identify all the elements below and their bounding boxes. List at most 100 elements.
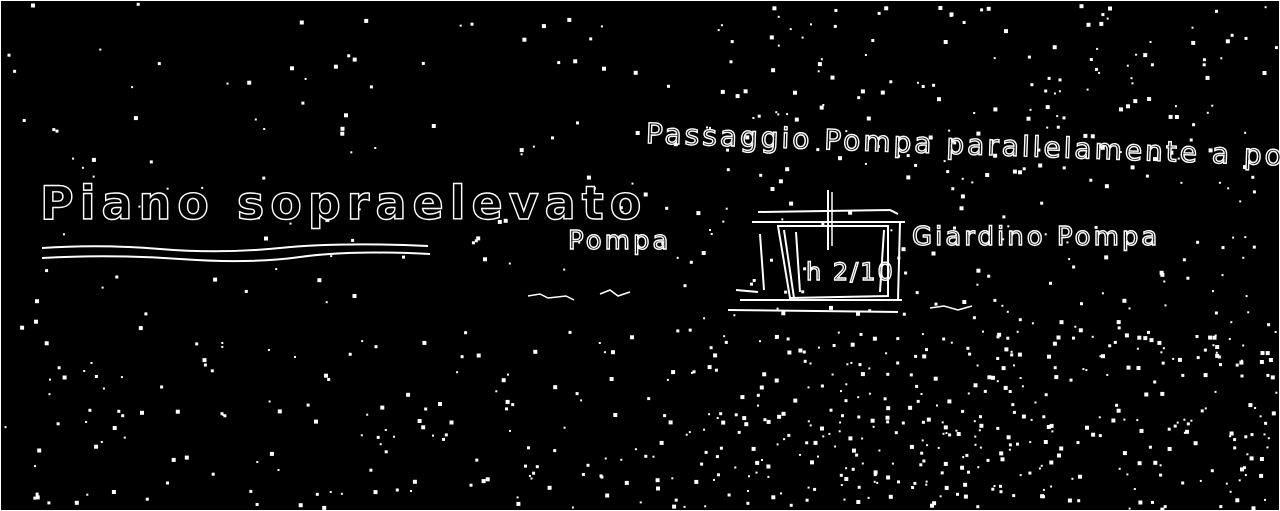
noise-speck [1267,437,1270,440]
noise-speck [1228,338,1231,340]
noise-speck [894,431,898,435]
noise-speck [1012,494,1016,498]
noise-speck [1071,477,1074,480]
noise-speck [838,156,842,161]
noise-speck [661,242,665,246]
garden-pump-label: Giardino Pompa [911,221,1161,252]
noise-speck [1193,441,1198,446]
noise-speck [586,463,590,467]
noise-speck [857,485,861,489]
noise-speck [1218,181,1221,184]
noise-speck [914,163,918,167]
noise-speck [873,473,877,477]
noise-speck [841,414,844,418]
noise-speck [166,481,169,485]
noise-speck [471,241,475,245]
noise-speck [872,425,875,428]
noise-speck [886,372,890,376]
noise-speck [652,455,655,458]
noise-speck [991,375,995,380]
noise-speck [1098,71,1101,74]
noise-speck [329,491,332,493]
noise-speck [532,145,535,148]
noise-speck [603,351,606,354]
noise-speck [915,291,919,295]
noise-speck [1022,167,1026,171]
noise-speck [810,460,814,465]
noise-speck [1205,75,1210,80]
noise-speck [999,484,1002,488]
noise-speck [801,36,804,39]
noise-speck [1027,55,1031,59]
noise-speck [1085,369,1088,372]
noise-speck [576,121,579,125]
noise-speck [830,75,835,80]
noise-speck [509,429,511,432]
noise-speck [90,362,93,364]
noise-speck [726,148,730,152]
noise-speck [1177,357,1182,362]
noise-speck [1095,67,1098,71]
noise-speck [1045,105,1050,110]
noise-speck [668,420,673,425]
noise-speck [857,396,860,399]
diagram-title: Piano sopraelevato [39,175,648,230]
noise-speck [1096,47,1099,50]
noise-speck [777,15,780,18]
noise-speck [906,154,910,158]
noise-speck [917,81,919,84]
noise-speck [726,168,730,172]
noise-speck [1199,479,1202,482]
noise-speck [149,160,153,164]
noise-speck [592,186,596,190]
noise-speck [528,475,531,477]
noise-speck [639,501,642,504]
noise-speck [737,430,741,434]
noise-speck [647,397,651,401]
noise-speck [1181,373,1185,377]
noise-speck [121,414,125,418]
noise-speck [171,457,176,462]
noise-speck [384,450,388,454]
noise-speck [1038,163,1043,168]
noise-speck [47,501,51,505]
noise-speck [1052,341,1057,346]
noise-speck [861,462,864,465]
noise-speck [315,492,319,496]
noise-speck [31,3,35,8]
noise-speck [1245,295,1248,298]
noise-speck [1116,320,1121,325]
noise-speck [13,69,17,73]
noise-speck [1016,330,1019,333]
noise-speck [1031,322,1034,325]
noise-speck [184,455,189,460]
noise-speck [1230,321,1233,324]
noise-speck [922,459,926,463]
noise-speck [56,422,60,426]
noise-speck [1008,448,1011,451]
noise-speck [1026,116,1031,121]
noise-speck [1195,335,1199,338]
noise-speck [255,503,259,506]
noise-speck [876,145,880,148]
noise-speck [723,335,726,338]
noise-speck [671,477,674,480]
noise-speck [1157,340,1162,345]
noise-speck [986,6,991,11]
noise-speck [861,437,864,440]
noise-speck [748,475,750,478]
noise-speck [34,465,36,468]
noise-speck [347,54,351,58]
noise-speck [1214,334,1217,337]
noise-speck [694,479,699,484]
noise-speck [20,325,25,330]
noise-speck [1208,335,1213,340]
noise-speck [942,432,945,435]
noise-speck [495,390,498,393]
noise-speck [1099,355,1102,358]
noise-speck [1044,233,1047,236]
noise-speck [1159,464,1162,467]
noise-speck [203,363,207,367]
noise-speck [996,357,1000,360]
noise-speck [264,236,268,241]
